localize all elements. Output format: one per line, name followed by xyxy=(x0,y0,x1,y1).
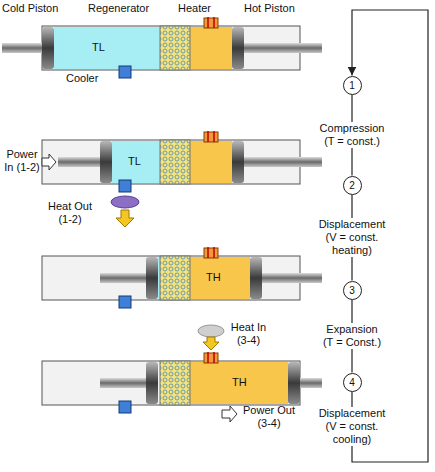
cylinder-state-3 xyxy=(42,247,322,308)
part-label: Heat In (3-4) xyxy=(226,321,271,347)
heater xyxy=(204,18,218,28)
heater-coil xyxy=(208,131,214,142)
regenerator xyxy=(160,26,190,70)
part-label: Hot Piston xyxy=(244,2,295,15)
hot-gas xyxy=(190,27,232,69)
regenerator xyxy=(160,256,190,300)
heater xyxy=(204,132,218,142)
piston-rod xyxy=(262,273,322,283)
part-label: Heater xyxy=(178,2,211,15)
part-label: Regenerator xyxy=(88,2,149,15)
state-number: 1 xyxy=(343,76,362,95)
piston-rod xyxy=(2,43,42,53)
piston-rod xyxy=(244,157,322,167)
state-number: 2 xyxy=(343,176,362,195)
heater xyxy=(204,353,218,363)
cooler xyxy=(119,180,131,192)
state-number: 3 xyxy=(343,281,362,300)
piston-rod xyxy=(300,378,322,388)
part-label: Power In (1-2) xyxy=(2,148,42,174)
heat-in-cloud xyxy=(198,325,224,337)
hot-piston xyxy=(232,27,244,69)
power-in-arrow xyxy=(42,154,56,170)
heat-in-arrow xyxy=(203,337,219,350)
regenerator xyxy=(160,140,190,184)
callout-number: 2 xyxy=(349,180,355,191)
heat-out-arrow xyxy=(116,210,134,227)
hot-gas xyxy=(190,362,288,404)
cold-piston xyxy=(146,362,158,404)
cylinder xyxy=(42,361,300,405)
piston-rod xyxy=(58,157,100,167)
heat-out-cloud xyxy=(111,196,139,208)
callout-number: 3 xyxy=(349,285,355,296)
cylinder-state-1 xyxy=(2,17,322,78)
part-label: TL xyxy=(128,155,141,168)
heater-coil xyxy=(208,17,214,28)
piston-rod xyxy=(100,273,146,283)
stage-label: Expansion (T = Const.) xyxy=(319,323,385,349)
hot-piston xyxy=(288,362,300,404)
heater xyxy=(204,248,218,258)
cylinder-state-2 xyxy=(42,131,322,192)
heater-coil xyxy=(208,352,214,363)
hot-piston xyxy=(250,257,262,299)
piston-rod xyxy=(244,43,322,53)
part-label: Heat Out (1-2) xyxy=(40,200,100,226)
cold-piston xyxy=(146,257,158,299)
cold-piston xyxy=(42,27,54,69)
heater-coil xyxy=(208,247,214,258)
part-label: TH xyxy=(232,376,247,389)
cold-gas xyxy=(54,27,160,69)
stage-label: Displacement (V = const. heating) xyxy=(314,218,390,257)
cooler xyxy=(119,296,131,308)
hot-gas xyxy=(190,141,232,183)
part-label: TH xyxy=(206,271,221,284)
cooler xyxy=(119,401,131,413)
stage-label: Displacement (V = const. cooling) xyxy=(314,407,390,446)
hot-piston xyxy=(232,141,244,183)
cooler xyxy=(119,66,131,78)
cold-gas xyxy=(112,141,160,183)
hot-gas xyxy=(190,257,250,299)
cold-piston xyxy=(100,141,112,183)
callout-number: 1 xyxy=(349,80,355,91)
regenerator xyxy=(160,361,190,405)
stage-label: Compression (T = const.) xyxy=(316,122,388,148)
part-label: TL xyxy=(92,41,105,54)
cylinder xyxy=(42,256,300,300)
callout-number: 4 xyxy=(349,377,355,388)
state-number: 4 xyxy=(343,373,362,392)
cylinder-state-4 xyxy=(42,352,322,413)
piston-rod xyxy=(100,378,146,388)
part-label: Power Out (3-4) xyxy=(240,404,298,430)
part-label: Cold Piston xyxy=(2,2,58,15)
power-out-arrow xyxy=(222,406,237,422)
part-label: Cooler xyxy=(66,72,98,85)
